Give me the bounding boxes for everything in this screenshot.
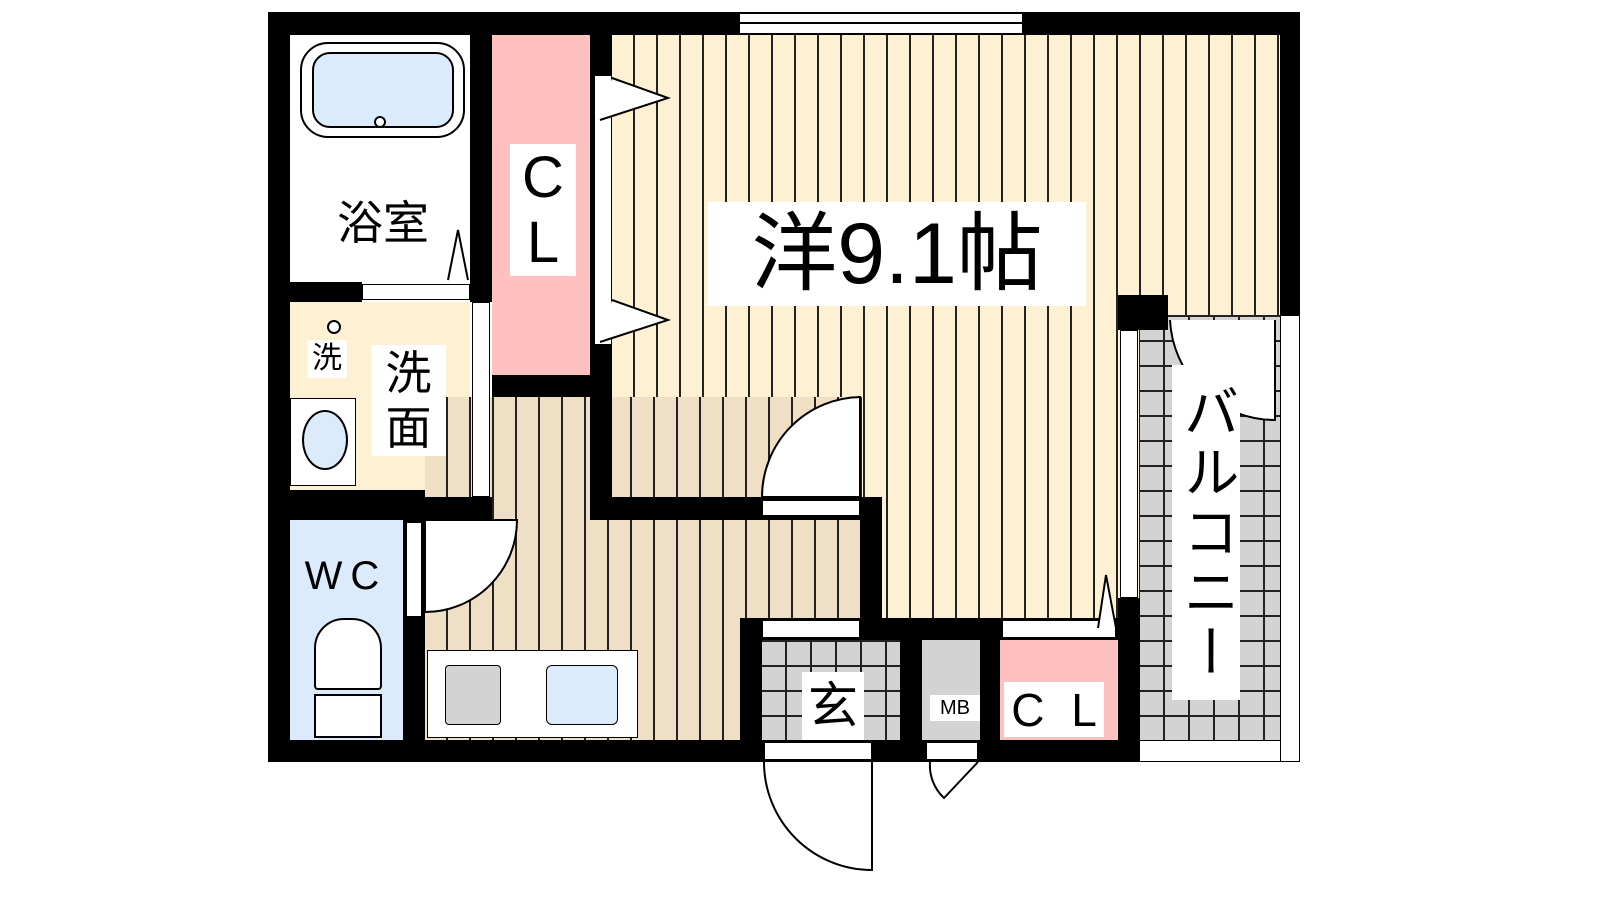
wall	[290, 282, 362, 302]
stove-icon	[445, 665, 501, 725]
toilet-tank	[314, 694, 382, 738]
wall	[1118, 598, 1140, 762]
closet-large-label-l: L	[510, 210, 576, 276]
room-door[interactable]	[762, 500, 860, 516]
toilet-label: WC	[304, 554, 388, 598]
toilet-door[interactable]	[406, 522, 422, 617]
closet-small-label: C L	[1004, 682, 1104, 737]
bathroom-door[interactable]	[362, 284, 470, 300]
balcony-rail	[1280, 315, 1300, 762]
closet-small-door[interactable]	[1002, 620, 1116, 638]
washroom-sliding-door[interactable]	[472, 302, 490, 497]
wall	[740, 618, 762, 762]
window-top	[740, 12, 1022, 35]
wall	[980, 618, 1000, 762]
wall	[268, 740, 1140, 762]
wall	[1280, 12, 1300, 315]
balcony-label: バルコニー	[1172, 365, 1240, 700]
balcony-window[interactable]	[1120, 330, 1138, 598]
sink-icon	[546, 665, 618, 725]
entrance-step	[762, 620, 860, 638]
toilet-icon	[314, 618, 382, 690]
wall	[290, 490, 425, 520]
wall	[492, 375, 590, 397]
closet-large-label-c: C	[510, 144, 576, 212]
wall	[900, 618, 922, 762]
meter-box	[922, 640, 980, 740]
western-room-label: 洋9.1帖	[708, 202, 1086, 306]
washbasin-bowl	[302, 410, 348, 470]
washroom-label-1: 洗	[371, 345, 446, 401]
bathroom-label: 浴室	[337, 195, 429, 250]
wall	[470, 35, 492, 302]
wall	[860, 497, 882, 620]
entrance-door[interactable]	[764, 742, 872, 760]
meter-box-door[interactable]	[926, 742, 978, 760]
wall	[268, 12, 290, 762]
washroom-label-2: 面	[371, 400, 446, 456]
entrance-label: 玄	[802, 672, 864, 740]
wall	[425, 497, 492, 520]
closet-door[interactable]	[594, 75, 612, 345]
wall	[1118, 295, 1168, 330]
meter-box-label: MB	[930, 695, 980, 721]
washer-label: 洗	[307, 340, 347, 378]
